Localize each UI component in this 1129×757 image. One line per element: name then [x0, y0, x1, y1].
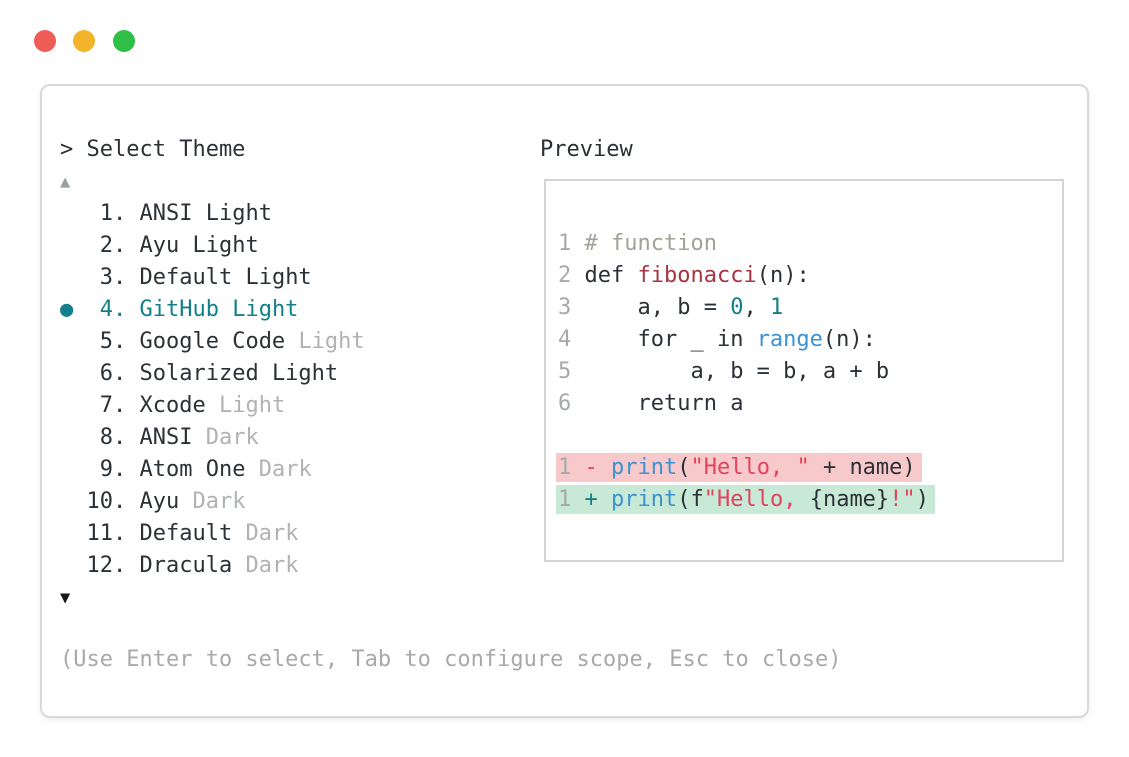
theme-option-ayu-dark[interactable]: 10. Ayu Dark [60, 486, 365, 518]
theme-option-google-code-light[interactable]: 5. Google Code Light [60, 326, 365, 358]
selected-bullet-icon [60, 361, 73, 386]
selected-bullet-icon [60, 233, 73, 258]
theme-option-solarized-light[interactable]: 6. Solarized Light [60, 358, 365, 390]
code-line: 3 a, b = 0, 1 [558, 295, 784, 320]
theme-option-default-light[interactable]: 3. Default Light [60, 262, 365, 294]
theme-option-github-light[interactable]: ● 4. GitHub Light [60, 297, 299, 322]
line-number: 5 [558, 359, 572, 384]
code-line: 6 return a [558, 391, 744, 416]
code-line: 1 # function [558, 231, 717, 256]
selected-bullet-icon: ● [60, 297, 74, 322]
preview-pane: 1 # function 2 def fibonacci(n): 3 a, b = … [544, 179, 1064, 562]
line-number: 1 [558, 455, 572, 480]
theme-option-ansi-light[interactable]: 1. ANSI Light [60, 198, 365, 230]
line-number: 6 [558, 391, 572, 416]
close-window-dot[interactable] [34, 30, 56, 52]
selected-bullet-icon [60, 489, 73, 514]
line-number: 1 [558, 487, 572, 512]
selected-bullet-icon [60, 393, 73, 418]
scroll-up-icon[interactable]: ▲ [60, 172, 71, 192]
picker-title: > Select Theme [60, 137, 246, 162]
selected-bullet-icon [60, 521, 73, 546]
theme-option-ayu-light[interactable]: 2. Ayu Light [60, 230, 365, 262]
theme-option-dracula-dark[interactable]: 12. Dracula Dark [60, 550, 365, 582]
selected-bullet-icon [60, 265, 73, 290]
diff-line-added: 1 + print(f"Hello, {name}!") [556, 484, 935, 516]
selected-bullet-icon [60, 553, 73, 578]
theme-option-default-dark[interactable]: 11. Default Dark [60, 518, 365, 550]
diff-line-removed: 1 - print("Hello, " + name) [556, 452, 935, 484]
theme-list: 1. ANSI Light 2. Ayu Light 3. Default Li… [60, 198, 365, 582]
preview-code: 1 # function 2 def fibonacci(n): 3 a, b = … [556, 228, 935, 516]
theme-option-xcode-light[interactable]: 7. Xcode Light [60, 390, 365, 422]
scroll-down-icon[interactable]: ▼ [60, 588, 71, 608]
minimize-window-dot[interactable] [73, 30, 95, 52]
zoom-window-dot[interactable] [113, 30, 135, 52]
line-number: 4 [558, 327, 572, 352]
code-line [558, 420, 935, 452]
selected-bullet-icon [60, 425, 73, 450]
theme-picker-window: > Select Theme ▲ 1. ANSI Light 2. Ayu Li… [40, 84, 1089, 718]
theme-option-atom-one-dark[interactable]: 9. Atom One Dark [60, 454, 365, 486]
selected-bullet-icon [60, 201, 73, 226]
line-number: 1 [558, 231, 572, 256]
selected-bullet-icon [60, 457, 73, 482]
help-text: (Use Enter to select, Tab to configure s… [60, 647, 842, 672]
line-number: 2 [558, 263, 572, 288]
selected-bullet-icon [60, 329, 73, 354]
preview-title: Preview [540, 137, 633, 162]
line-number: 3 [558, 295, 572, 320]
theme-option-ansi-dark[interactable]: 8. ANSI Dark [60, 422, 365, 454]
code-line: 5 a, b = b, a + b [558, 359, 890, 384]
code-line: 2 def fibonacci(n): [558, 263, 810, 288]
code-line: 4 for _ in range(n): [558, 327, 876, 352]
